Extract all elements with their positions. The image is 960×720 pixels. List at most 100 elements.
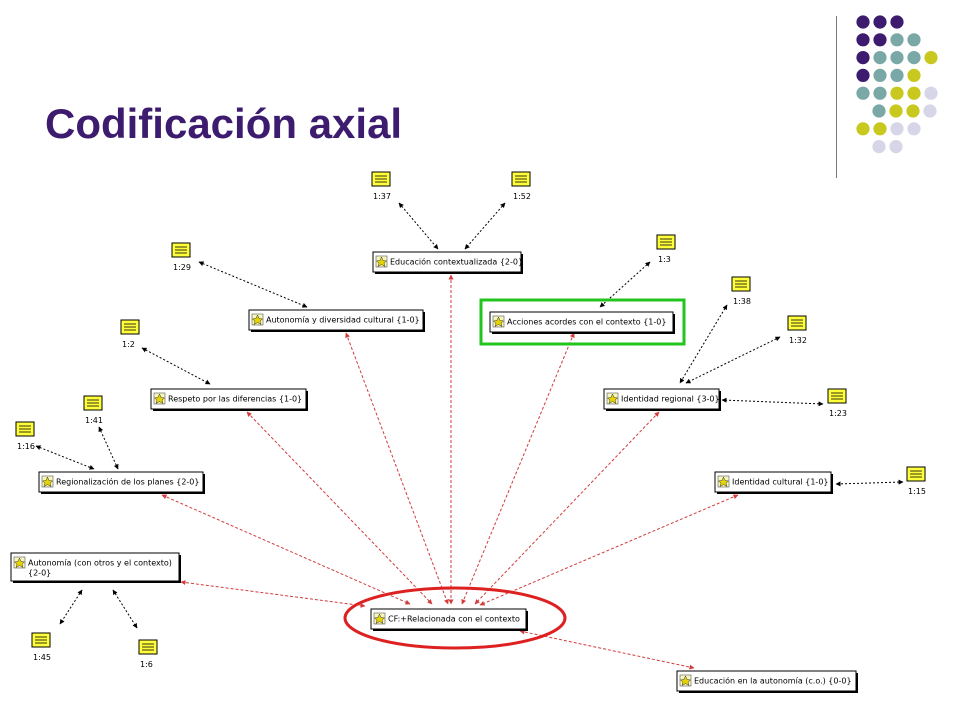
relation-link [180,580,366,608]
memo-node[interactable]: 1:2 [120,319,140,349]
decor-dot [924,86,938,100]
decor-dot [924,51,938,65]
decor-dot [890,33,904,47]
memo-label: 1:16 [17,442,35,451]
memo-icon [15,421,35,437]
decor-dot [873,122,887,136]
decor-dot [873,86,887,100]
code-icon [717,475,730,488]
memo-node[interactable]: 1:6 [138,639,158,669]
code-node[interactable]: Identidad cultural {1-0} [714,471,833,494]
memo-icon [511,171,531,187]
memo-node[interactable]: 1:52 [511,171,531,201]
code-node[interactable]: Autonomía y diversidad cultural {1-0} [248,309,425,332]
memo-icon [731,276,751,292]
decor-dot [856,122,870,136]
memo-node[interactable]: 1:23 [827,388,847,418]
memo-link [141,347,211,385]
decor-dot [890,15,904,29]
memo-node[interactable]: 1:15 [906,466,926,496]
decor-dot [890,86,904,100]
memo-icon [138,639,158,655]
decor-dot [923,104,937,118]
code-icon [41,475,54,488]
memo-label: 1:38 [733,297,751,306]
decor-dot [856,51,870,65]
decor-dot [907,68,921,82]
code-node[interactable]: Acciones acordes con el contexto {1-0} [489,311,675,334]
core-category-node[interactable]: CF:+Relacionada con el contexto [370,608,528,631]
code-label: Identidad regional {3-0} [621,395,720,404]
memo-node[interactable]: 1:45 [31,632,51,662]
decorative-dot-grid [856,15,938,154]
memo-node[interactable]: 1:37 [371,171,391,201]
memo-icon [83,395,103,411]
decor-dot [890,122,904,136]
memo-label: 1:15 [908,487,926,496]
code-node[interactable]: Respeto por las diferencias {1-0} [150,388,308,411]
relation-link [519,629,695,670]
decor-dot [906,104,920,118]
decor-dot [872,104,886,118]
memo-link [398,202,439,250]
code-label: Respeto por las diferencias {1-0} [168,395,302,404]
slide-title: Codificación axial [45,100,403,147]
decor-dot [907,86,921,100]
relation-link [161,494,411,605]
code-node[interactable]: Educación contextualizada {2-0} [372,251,523,274]
decor-dot [856,15,870,29]
decor-dot [889,140,903,154]
code-label-line2: {2-0} [28,569,51,578]
memo-node[interactable]: 1:32 [787,315,807,345]
code-label: Educación en la autonomía (c.o.) {0-0} [694,676,852,686]
code-icon [153,392,166,405]
relation-link [246,411,433,605]
memo-icon [787,315,807,331]
memo-label: 1:41 [85,416,103,425]
memo-icon [31,632,51,648]
code-node[interactable]: Autonomía (con otros y el contexto){2-0} [10,552,181,583]
memo-node[interactable]: 1:16 [15,421,35,451]
decor-dot [890,51,904,65]
code-icon [492,315,505,328]
memo-label: 1:37 [373,192,391,201]
memo-icon [827,388,847,404]
code-node[interactable]: Regionalización de los planes {2-0} [38,471,205,494]
memo-node[interactable]: 1:41 [83,395,103,425]
memo-label: 1:32 [789,336,807,345]
memo-node[interactable]: 1:3 [656,234,676,264]
code-icon [373,612,386,625]
code-icon [606,392,619,405]
code-node[interactable]: Educación en la autonomía (c.o.) {0-0} [676,670,858,693]
memo-link [464,202,506,250]
code-label: Autonomía y diversidad cultural {1-0} [266,316,420,325]
memo-link [835,479,904,487]
relation-link [479,494,739,606]
relation-link [474,411,660,605]
code-node[interactable]: Identidad regional {3-0} [603,388,721,411]
memo-icon [906,466,926,482]
code-label: Autonomía (con otros y el contexto) [28,559,172,568]
highlight-ellipse-red [343,586,567,650]
decor-dot [873,68,887,82]
memo-icon [371,171,391,187]
memo-link [685,336,781,384]
decor-dot [873,33,887,47]
decor-dot [856,33,870,47]
decor-dot [890,68,904,82]
decor-dot [907,51,921,65]
memo-link [59,589,83,625]
code-label: Educación contextualizada {2-0} [390,257,523,267]
memo-node[interactable]: 1:38 [731,276,751,306]
memo-link [35,445,95,470]
memo-node[interactable]: 1:29 [171,242,191,272]
code-label: Regionalización de los planes {2-0} [56,477,200,487]
decor-dot [873,51,887,65]
memo-label: 1:52 [513,192,531,201]
memo-icon [656,234,676,250]
memo-label: 1:29 [173,263,191,272]
code-icon [13,556,26,569]
decor-dot [907,33,921,47]
memo-link [198,261,308,308]
